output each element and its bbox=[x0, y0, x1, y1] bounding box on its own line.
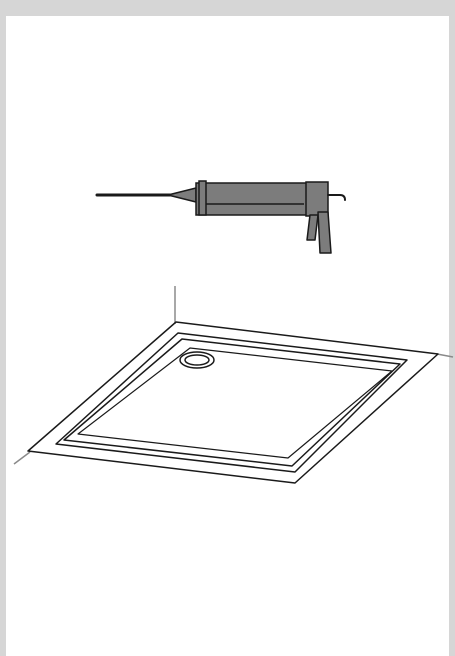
wall-right-line bbox=[436, 353, 454, 358]
shower-tray-icon bbox=[27, 321, 439, 484]
tray-outer-rim bbox=[27, 321, 439, 484]
tray-inner-rim-2 bbox=[63, 338, 401, 467]
wall-corner-lines bbox=[13, 286, 454, 465]
drain-inner bbox=[184, 354, 210, 366]
drain-icon bbox=[179, 351, 215, 369]
gun-cartridge bbox=[195, 182, 311, 216]
tray-basin bbox=[77, 347, 393, 459]
gun-frame-front bbox=[198, 180, 207, 216]
tray-inner-rim-1 bbox=[55, 332, 408, 473]
gun-nozzle-cone bbox=[167, 187, 197, 203]
gun-trigger bbox=[306, 214, 319, 241]
gun-plunger-rod bbox=[327, 194, 346, 201]
caulking-gun-icon bbox=[95, 180, 346, 254]
wall-left-line bbox=[13, 451, 31, 465]
page-background bbox=[6, 16, 449, 656]
gun-handle-body bbox=[305, 181, 329, 217]
gun-grip bbox=[317, 211, 332, 254]
drain-outer bbox=[179, 351, 215, 369]
